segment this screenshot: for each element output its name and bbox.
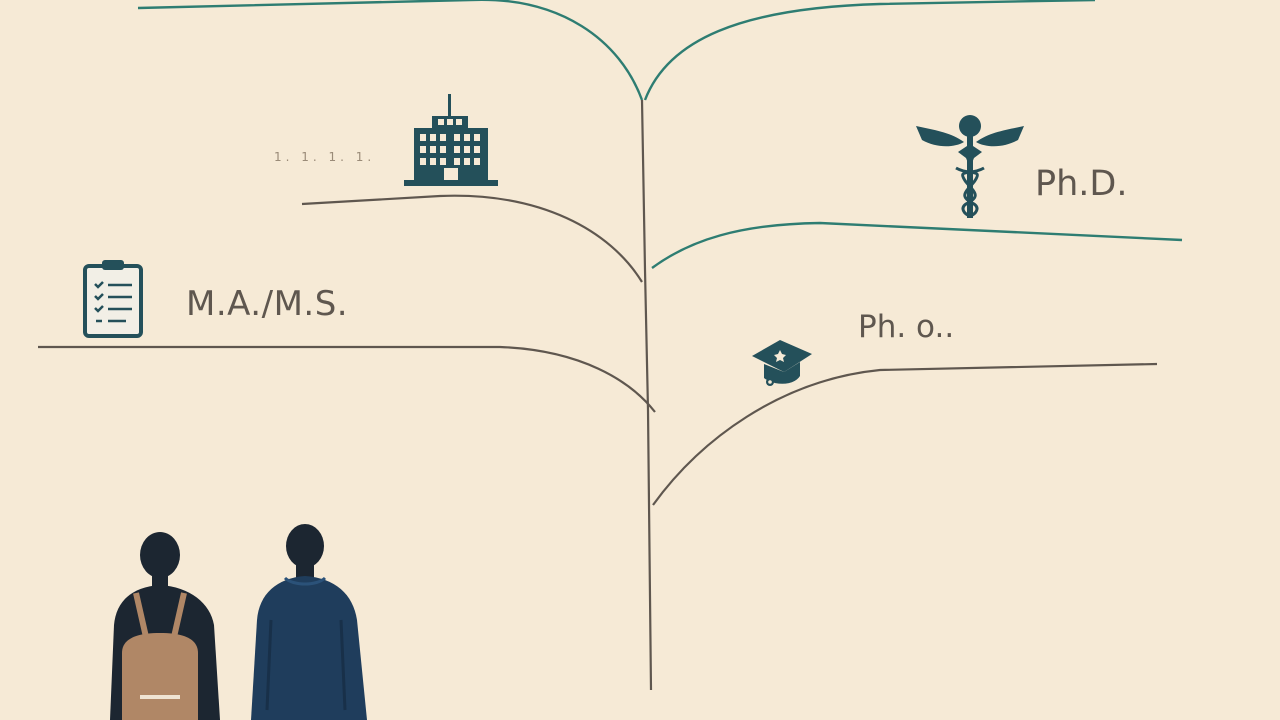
middle-left-branch (38, 345, 656, 413)
student-figure (245, 520, 375, 720)
office-building-icon (402, 94, 500, 193)
top-left-teal-path (137, 0, 644, 101)
small-text-label: 1. 1. 1. 1. (274, 150, 376, 164)
pho-label: Ph. o.. (858, 309, 955, 345)
lower-right-branch (652, 362, 1158, 506)
graduation-cap-icon (750, 334, 814, 393)
phd-label: Ph.D. (1035, 164, 1128, 204)
upper-left-branch (301, 194, 643, 283)
top-right-teal-path (643, 0, 1096, 101)
masters-label: M.A./M.S. (186, 284, 349, 324)
right-teal-branch (651, 221, 1183, 269)
caduceus-medical-icon (914, 112, 1026, 227)
main-trunk-path (640, 99, 653, 691)
clipboard-checklist-icon (82, 258, 144, 343)
student-with-backpack-figure (100, 525, 230, 720)
